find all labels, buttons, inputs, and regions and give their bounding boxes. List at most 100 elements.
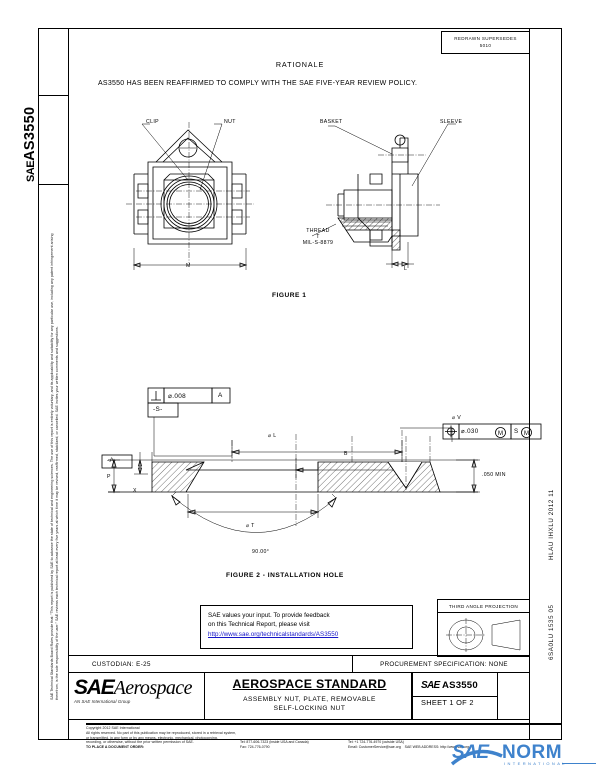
- figure1-dim-m: M: [186, 263, 191, 269]
- titleblock-right: SAE AS3550 SHEET 1 OF 2: [415, 676, 495, 717]
- drawing-frame-inner: [68, 28, 530, 740]
- figure2-label-b: B: [344, 451, 348, 457]
- figure1-label-sleeve: SLEEVE: [440, 119, 463, 125]
- footer-fax: Fax: 724-776-0790: [240, 745, 270, 750]
- document-type-label: AEROSPACE STANDARD: [232, 677, 387, 691]
- footer-order-label: TO PLACE A DOCUMENT ORDER:: [86, 745, 145, 750]
- titleblock-rule-mid: [68, 672, 530, 674]
- logo-sae-text: SAE: [74, 676, 115, 699]
- footer-email-web-row: Email: CustomerService@sae.org SAE WEB A…: [348, 745, 563, 750]
- figure2-datum-s-label: -S-: [153, 406, 163, 413]
- feedback-box: SAE values your input. To provide feedba…: [200, 605, 413, 649]
- logo-subtitle: AN SAE International Group: [74, 699, 131, 704]
- figure2-label-dia-t: ⌀ T: [246, 523, 255, 529]
- figure2-label-dia-l: ⌀ L: [268, 433, 277, 439]
- footer-web-url: http://www.sae.org: [440, 745, 470, 750]
- titleblock-divider-1: [204, 673, 206, 719]
- figure2-pos-datum: S: [514, 428, 519, 435]
- footer-web-label: SAE WEB ADDRESS:: [404, 745, 440, 750]
- document-number: AS3550: [441, 680, 478, 691]
- figure2-label-x: X: [133, 488, 137, 494]
- figure2-perp-datum: A: [218, 392, 223, 399]
- titleblock-divider-procspec: [352, 655, 354, 673]
- figure2-pos-tol-value: ⌀.030: [461, 428, 479, 435]
- figure2-perp-tolerance: ⌀.008: [168, 393, 187, 400]
- third-angle-projection-box: THIRD ANGLE PROJECTION: [437, 599, 530, 657]
- sae-aerospace-logo: SAEAerospace AN SAE International Group: [74, 676, 204, 717]
- figure2-pos-modifier2-icon: M: [521, 427, 532, 438]
- watermark-dash: [562, 763, 596, 764]
- titleblock-divider-2: [411, 673, 413, 719]
- sidebar-legal-text: SAE Technical Standards Board Rules prov…: [50, 233, 60, 700]
- titleblock-rule-bottom: [68, 719, 530, 721]
- figure1-dim-l: L: [404, 266, 408, 272]
- figure1-label-basket: BASKET: [320, 119, 343, 125]
- revision-box-top-rule: [441, 31, 530, 32]
- footer-tel-usa: Tel: 877-606-7323 (inside USA and Canada…: [240, 740, 309, 744]
- footer-contact-right: Tel: +1 724-776-4970 (outside USA) Email…: [348, 740, 563, 750]
- figure2-label-dia-v: ⌀ V: [452, 415, 462, 421]
- figure1-thread-symbol: T: [316, 234, 320, 240]
- figure1-front-view-drawing: [126, 122, 254, 270]
- figure2-datum-s-frame: [147, 402, 179, 418]
- footer-rule: [86, 723, 562, 725]
- svg-text:M: M: [498, 431, 503, 437]
- document-number-row: SAE AS3550: [421, 680, 495, 691]
- footer-email: Email: CustomerService@sae.org: [348, 745, 401, 750]
- figure2-gdt-position-frame: [442, 423, 542, 440]
- figure2-pos-tolerance: ⌀.030: [461, 428, 479, 435]
- figure2-label-angle: 90.00°: [252, 549, 270, 555]
- rationale-body: AS3550 HAS BEEN REAFFIRMED TO COMPLY WIT…: [98, 80, 418, 87]
- figure1-section-view-drawing: [311, 123, 456, 268]
- third-angle-projection-title: THIRD ANGLE PROJECTION: [438, 600, 529, 613]
- third-angle-projection-symbol: [446, 618, 521, 652]
- figure2-datum-a-frame: [101, 454, 133, 469]
- figure1-thread-spec: MIL-S-8879: [302, 240, 334, 246]
- sidebar-standard-id-box: [38, 95, 68, 185]
- figure1-caption: FIGURE 1: [272, 292, 307, 299]
- document-title: ASSEMBLY NUT, PLATE, REMOVABLE SELF-LOCK…: [208, 695, 411, 713]
- figure2-datum-a-label: -A-: [107, 457, 117, 464]
- footer-rights-2: or transmitted, in any form or by any me…: [86, 735, 218, 740]
- sheet-number: SHEET 1 OF 2: [421, 698, 474, 707]
- feedback-line-2: on this Technical Report, please visit: [208, 621, 310, 629]
- revision-box: REDRAWN SUPERSEDES 5010: [441, 32, 530, 54]
- feedback-line-1: SAE values your input. To provide feedba…: [208, 612, 330, 619]
- sidebar-standard-id: SAEAS3550: [22, 107, 38, 182]
- figure2-label-050-min: .050 MIN: [482, 472, 506, 478]
- titleblock-divider-3: [497, 673, 499, 719]
- svg-text:M: M: [524, 431, 529, 437]
- rationale-title: RATIONALE: [275, 60, 325, 69]
- drawing-frame-outer: [38, 28, 562, 740]
- footer-copyright-block: Copyright 2012 SAE International All rig…: [86, 726, 326, 750]
- watermark-subtitle: INTERNATIONAL: [504, 761, 567, 766]
- procurement-spec-label: PROCUREMENT SPECIFICATION: NONE: [380, 661, 508, 668]
- document-title-line-2: SELF-LOCKING NUT: [273, 705, 346, 712]
- footer-rights-1: All rights reserved. No part of this pub…: [86, 730, 237, 735]
- titleblock-rule-sheet: [413, 696, 497, 698]
- figure1-thread-word: THREAD: [306, 228, 330, 234]
- custodian-label: CUSTODIAN: E-25: [92, 661, 151, 668]
- figure1-label-thread: THREAD T MIL-S-8879: [296, 228, 340, 246]
- logo-aerospace-text: Aerospace: [113, 677, 193, 699]
- figure2-installation-hole-drawing: [108, 417, 480, 533]
- titleblock-rule-top: [68, 655, 530, 657]
- figure2-pos-modifier1-icon: M: [495, 427, 506, 438]
- sidebar-standard-number: AS3550: [22, 106, 38, 161]
- figure2-caption: FIGURE 2 - INSTALLATION HOLE: [226, 572, 344, 579]
- footer-copyright: Copyright 2012 SAE International: [86, 726, 140, 730]
- feedback-link[interactable]: http://www.sae.org/technicalstandards/AS…: [208, 630, 339, 638]
- sidebar-sae-mark: SAE: [25, 160, 37, 182]
- document-number-prefix: SAE: [421, 680, 440, 691]
- right-margin-code-1: HLAU IHXLU 2012 11: [548, 489, 555, 560]
- figure2-gdt-perpendicularity-frame: [147, 387, 231, 404]
- titleblock-center: AEROSPACE STANDARD ASSEMBLY NUT, PLATE, …: [208, 676, 411, 717]
- right-margin-code-2: 6SA0LU 1535 05: [548, 604, 555, 660]
- figure2-label-p: P: [107, 474, 111, 480]
- figure1-label-nut: NUT: [224, 119, 236, 125]
- footer-rights-3: recording, or otherwise, without the pri…: [86, 740, 194, 745]
- footer-tel-intl: Tel: +1 724-776-4970 (outside USA): [348, 740, 404, 744]
- document-title-line-1: ASSEMBLY NUT, PLATE, REMOVABLE: [243, 696, 376, 703]
- footer-contact-left: Tel: 877-606-7323 (inside USA and Canada…: [240, 740, 350, 750]
